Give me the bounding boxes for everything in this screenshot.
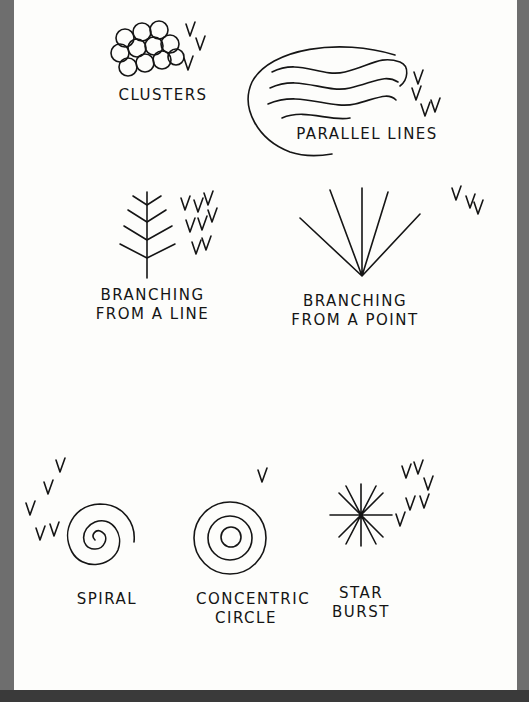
check-mark [198,216,207,230]
check-marks [26,22,483,540]
pattern-label: PARALLEL LINES [282,125,452,144]
check-mark [466,194,475,208]
check-mark [204,191,213,205]
check-mark [194,198,203,212]
check-mark [412,86,421,100]
pattern-label: CLUSTERS [98,86,228,105]
check-mark [186,218,195,232]
check-mark [196,36,205,50]
check-mark [474,200,483,214]
check-mark [50,522,59,536]
pattern-label: BRANCHING FROM A POINT [285,292,425,330]
check-mark [44,480,53,494]
check-mark [431,98,440,112]
check-mark [181,196,190,210]
check-mark [452,186,461,200]
pattern-label: SPIRAL [62,590,152,609]
pattern-label: CONCENTRIC CIRCLE [196,590,296,628]
star-burst-sketch [330,484,392,546]
check-mark [56,458,65,472]
branching-point-sketch [300,188,420,276]
check-mark [421,102,430,116]
spiral-sketch [68,504,135,565]
check-mark [414,460,423,474]
check-mark [202,236,211,250]
check-mark [192,240,201,254]
pattern-label: STAR BURST [326,584,396,622]
check-mark [208,208,217,222]
check-mark [184,56,193,70]
check-mark [26,501,35,515]
check-mark [406,496,415,510]
check-mark [36,526,45,540]
paper-sheet [14,0,517,690]
scan-edge [0,690,529,702]
check-mark [414,70,423,84]
check-mark [258,468,267,482]
check-mark [396,512,405,526]
check-mark [402,464,411,478]
pattern-label: BRANCHING FROM A LINE [90,286,215,324]
concentric-circles-sketch [194,502,266,574]
check-mark [420,494,429,508]
check-mark [186,22,195,36]
clusters-sketch [111,21,184,76]
check-mark [424,476,433,490]
branching-line-sketch [120,192,175,278]
